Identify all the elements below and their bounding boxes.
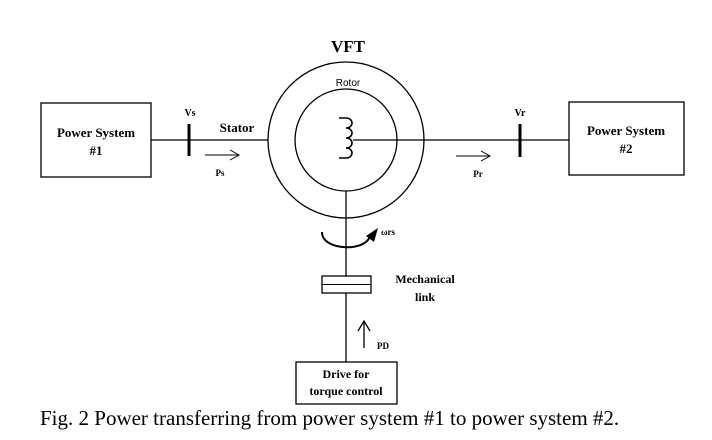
bus-label-vs: Vs [184, 108, 195, 119]
rotation-arrowhead [366, 228, 378, 242]
power-label-ps: Ps [216, 168, 225, 178]
drive-box-label-line2: torque control [309, 384, 383, 398]
figure-caption: Fig. 2 Power transferring from power sys… [40, 406, 620, 430]
drive-power-label: PD [377, 341, 389, 351]
power-system-1-box [40, 102, 152, 178]
diagram-title: VFT [331, 37, 366, 56]
drive-box-label-line1: Drive for [323, 367, 371, 381]
power-label-pr: Pr [473, 169, 483, 179]
power-system-2-label-line2: #2 [620, 141, 633, 156]
drive-box [295, 361, 398, 405]
rotor-coil [339, 117, 353, 159]
power-system-1-label-line2: #1 [90, 143, 103, 158]
mechanical-link-label-line2: link [415, 290, 435, 304]
speed-label: ωrs [381, 227, 396, 237]
rotation-arrow [321, 231, 371, 249]
drive-power-arrowhead [357, 319, 371, 332]
mechanical-link-label-line1: Mechanical [395, 272, 455, 286]
power-system-2-box [568, 101, 685, 176]
rotor-label: Rotor [336, 78, 361, 89]
bus-label-vr: Vr [515, 108, 526, 119]
stator-label: Stator [220, 120, 255, 135]
power-system-2-label-line1: Power System [587, 123, 665, 138]
power-flow-arrowhead-pr [480, 150, 492, 162]
power-system-1-label-line1: Power System [57, 125, 135, 140]
power-flow-arrowhead-ps [229, 149, 241, 161]
